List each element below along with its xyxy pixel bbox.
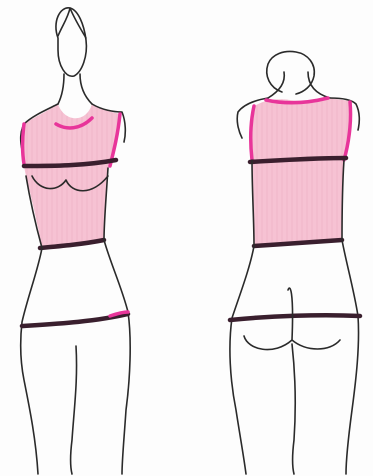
- back-neck: [268, 72, 330, 98]
- front-view-figure: [21, 8, 130, 474]
- back-inner-leg: [292, 344, 295, 474]
- front-top-stripes: [23, 104, 120, 248]
- front-left-armhole-trim: [23, 124, 25, 164]
- back-head: [267, 52, 315, 95]
- back-view-figure: [230, 52, 360, 475]
- front-neck: [58, 74, 92, 104]
- back-hip-band: [230, 315, 360, 320]
- back-top-stripes: [251, 98, 353, 246]
- front-head: [56, 8, 86, 76]
- front-inner-leg: [71, 346, 77, 474]
- front-right-side: [104, 168, 130, 474]
